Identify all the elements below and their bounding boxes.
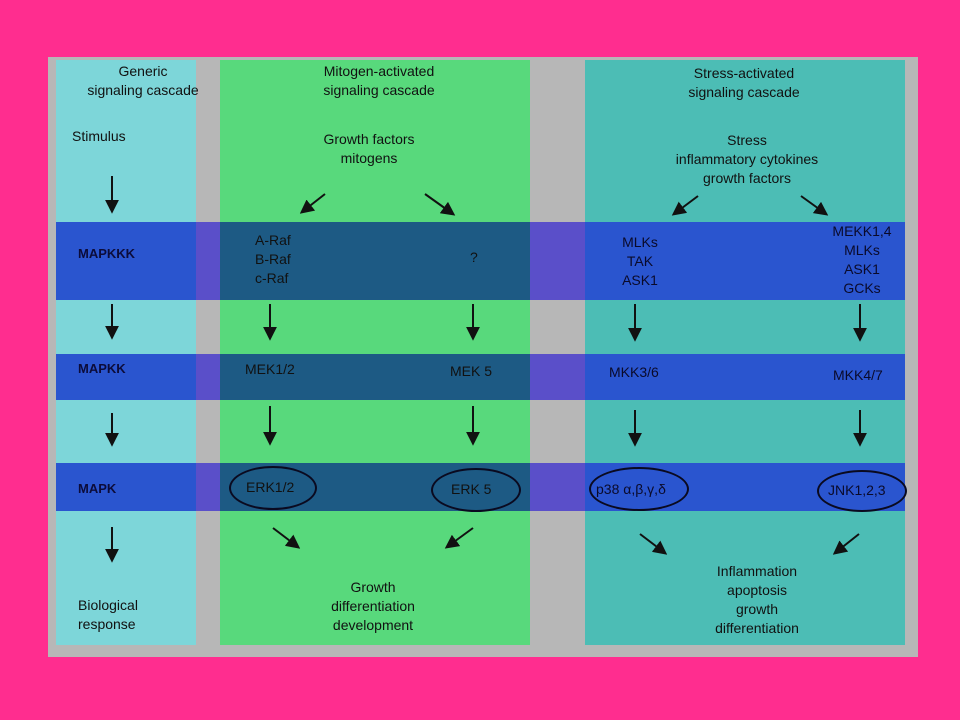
p38-ellipse [589,467,689,511]
mitogen-stimulus-line2: mitogens [340,150,398,166]
erk12-ellipse [229,466,317,510]
erk5-label: ERK 5 [451,481,492,497]
raf-labels: A-Raf B-Raf c-Raf [255,231,291,288]
p38-label: p38 α,β,γ,δ [596,481,666,497]
tak-label: TAK [626,253,654,269]
mitogen-column [220,60,530,645]
generic-response-line1: Biological [78,597,138,613]
jnk-label: JNK1,2,3 [828,482,886,498]
stress-arrow-p38-outcome [639,533,668,555]
mitogen-outcome-line1: Growth [350,579,396,595]
mek12-label: MEK1/2 [245,361,295,377]
erk12-label: ERK1/2 [246,479,295,495]
mapkkk-label: MAPKKK [78,246,136,261]
divider-overlap-1 [196,222,220,300]
stress-outcome: Inflammation apoptosis growth differenti… [715,562,799,638]
stress-outcome-line2: apoptosis [727,582,787,598]
mitogen-outcome-line2: differentiation [331,598,415,614]
mitogen-title: Mitogen-activated signaling cascade [323,62,434,100]
generic-title-line2: signaling cascade [87,82,199,98]
gcks-label: GCKs [843,280,881,296]
generic-stimulus: Stimulus [72,128,126,144]
stress-arrow-diag-right [800,195,829,216]
mitogen-title-line1: Mitogen-activated [323,63,435,79]
generic-title-line1: Generic [118,63,168,79]
stress-mapkkk-right: MEKK1,4 MLKs ASK1 GCKs [832,222,891,298]
stress-stimulus: Stress inflammatory cytokines growth fac… [676,131,818,188]
jnk-ellipse [817,470,907,512]
stress-stimulus-line2: inflammatory cytokines [675,151,819,167]
stress-arrow-jnk-outcome [832,533,860,555]
b-raf-label: B-Raf [255,251,291,267]
divider-overlap-2 [196,354,220,400]
mitogen-outcome-line3: development [332,617,414,633]
stress-title: Stress-activated signaling cascade [688,64,799,102]
erk5-ellipse [431,468,521,512]
mlks-right-label: MLKs [844,242,880,258]
stress-outcome-line3: growth [735,601,779,617]
divider-overlap-6 [530,463,585,511]
stress-column [585,60,905,645]
mapkkk-band-overlap [220,222,530,300]
mitogen-arrow-diag-left [299,193,326,214]
divider-overlap-5 [530,354,585,400]
generic-response: Biological response [78,596,138,634]
stress-outcome-line4: differentiation [715,620,799,636]
mapk-label: MAPK [78,481,117,496]
mkk47-label: MKK4/7 [833,367,883,383]
a-raf-label: A-Raf [255,232,291,248]
generic-response-line2: response [78,616,136,632]
mitogen-arrow-diag-right [424,193,456,216]
stress-stimulus-line3: growth factors [703,170,791,186]
mitogen-stimulus-line1: Growth factors [323,131,415,147]
mitogen-outcome: Growth differentiation development [331,578,415,635]
divider-overlap-3 [196,463,220,511]
unknown-mapkkk-label: ? [470,249,478,265]
mekk14-label: MEKK1,4 [832,223,892,239]
stress-title-line1: Stress-activated [693,65,795,81]
mkk36-label: MKK3/6 [609,364,659,380]
divider-overlap-4 [530,222,585,300]
ask1-right-label: ASK1 [844,261,880,277]
mek5-label: MEK 5 [450,363,493,379]
mapkk-label: MAPKK [78,361,126,376]
stress-mapkkk-left: MLKs TAK ASK1 [622,233,658,290]
stress-title-line2: signaling cascade [688,84,800,100]
c-raf-label: c-Raf [255,270,289,286]
mitogen-arrow-erk-outcome [272,527,301,549]
mitogen-arrow-erk5-outcome [444,527,474,549]
generic-title: Generic signaling cascade [87,62,198,100]
ask1-label: ASK1 [622,272,658,288]
stress-arrow-diag-left [671,195,699,216]
mapkk-band-overlap [220,354,530,400]
mitogen-stimulus: Growth factors mitogens [323,130,414,168]
stress-outcome-line1: Inflammation [716,563,798,579]
mitogen-title-line2: signaling cascade [323,82,435,98]
stress-stimulus-line1: Stress [727,132,767,148]
generic-column [56,60,196,645]
mlks-label: MLKs [622,234,658,250]
